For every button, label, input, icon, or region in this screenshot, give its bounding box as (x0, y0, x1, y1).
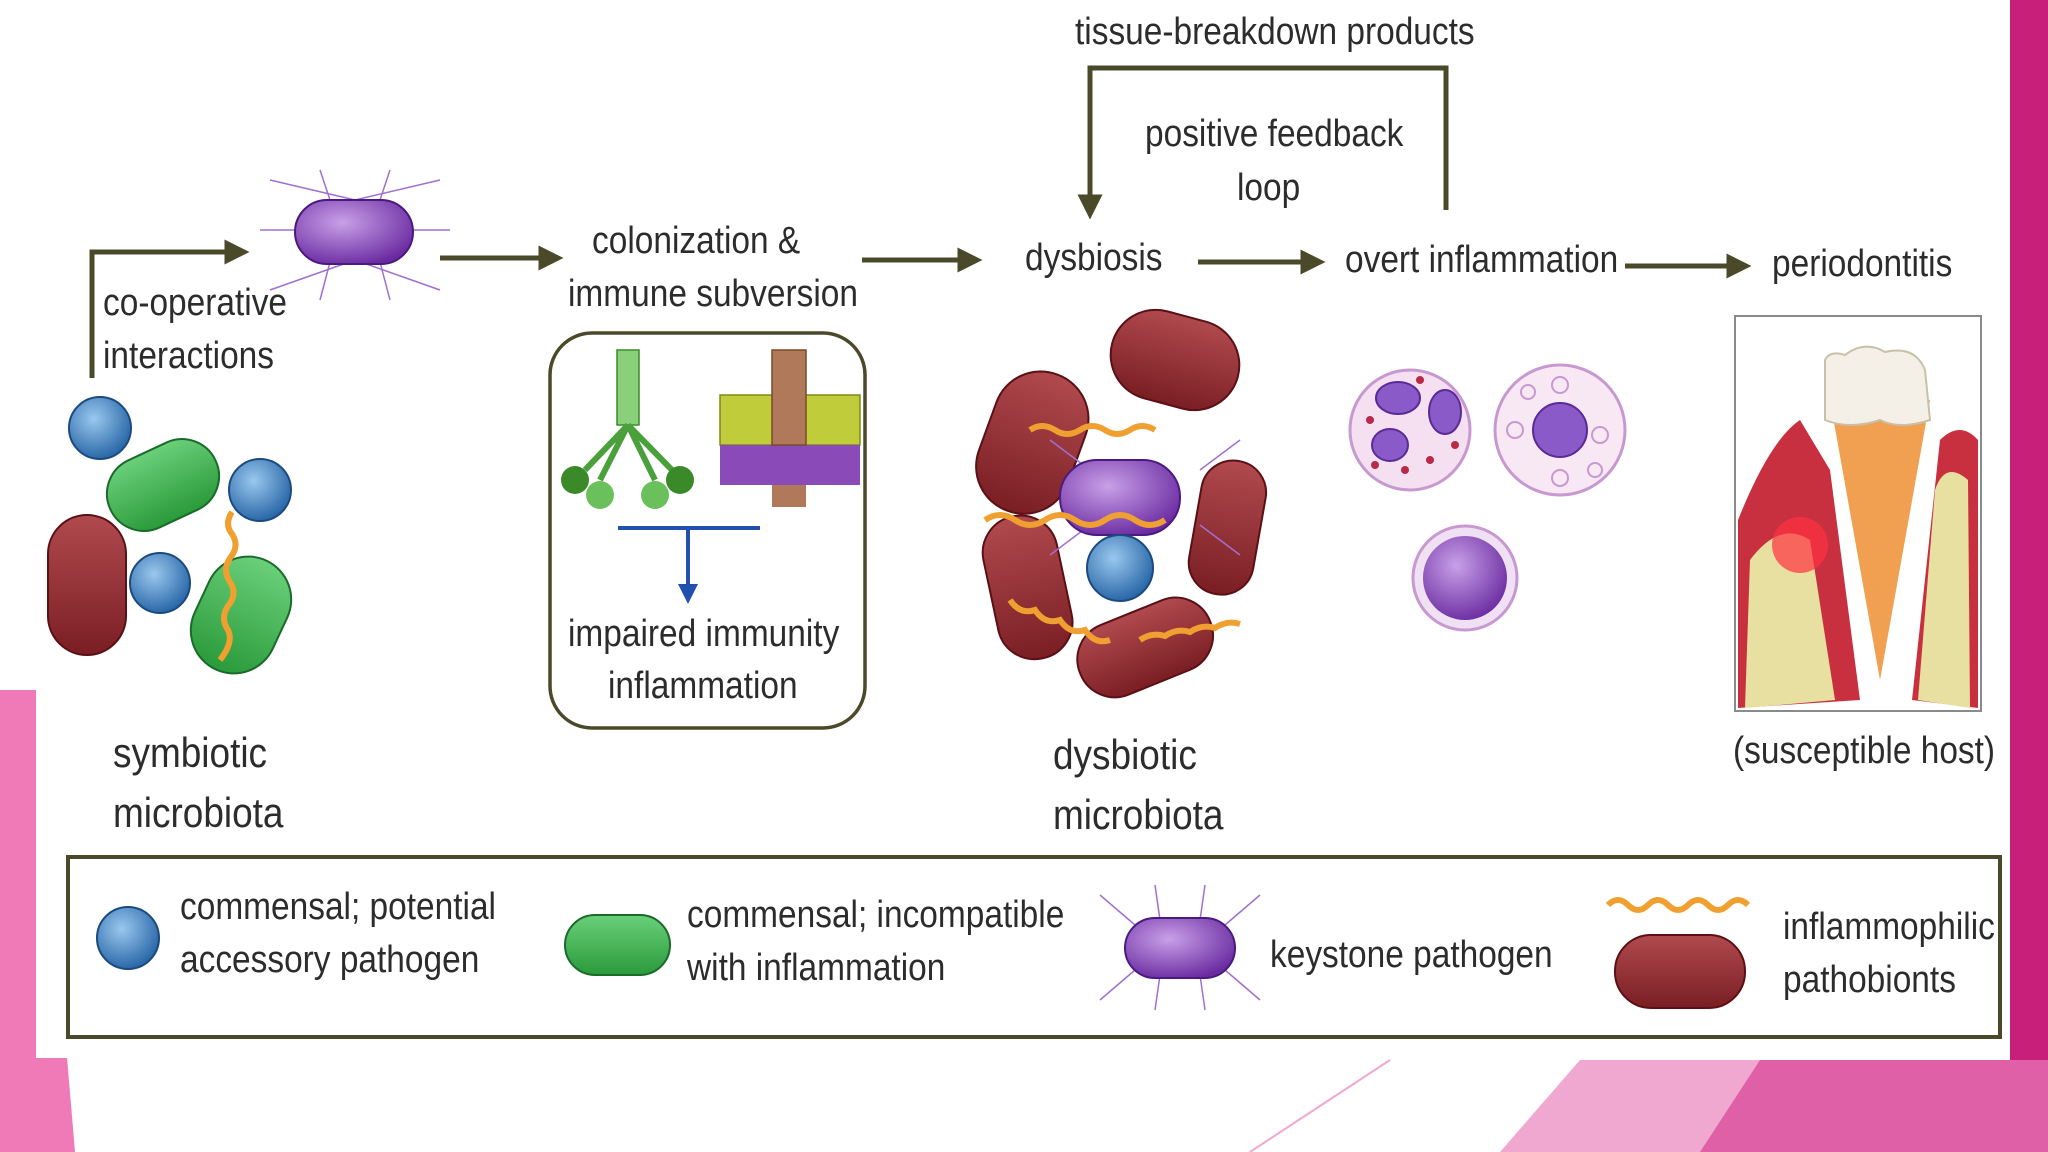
legend-green-rod-icon (564, 914, 671, 976)
immune-subversion-box (548, 331, 867, 730)
feedback-loop-label: loop (1237, 167, 1301, 209)
overt-inflammation-label: overt inflammation (1345, 239, 1619, 281)
feedback-loop-arrow (1077, 65, 1449, 220)
dysbiotic-cluster (975, 308, 1268, 699)
flow-arrows (89, 65, 1752, 378)
legend-commensal-accessory-line2: accessory pathogen (180, 939, 480, 981)
legend-spirochete-icon (1605, 897, 1751, 913)
keystone-pathogen-top (260, 169, 450, 301)
legend-keystone-icon (1099, 884, 1261, 1011)
inflammatory-cells (1348, 363, 1627, 632)
dysbiosis-label: dysbiosis (1025, 237, 1163, 279)
inhibition-bracket (618, 526, 760, 598)
tooth-panel (1734, 315, 1982, 712)
symbiotic-microbiota-label: microbiota (113, 789, 284, 836)
legend-inflammophilic-line2: pathobionts (1783, 959, 1956, 1001)
legend-keystone-label: keystone pathogen (1270, 934, 1553, 976)
susceptible-host-label: (susceptible host) (1733, 730, 1996, 772)
legend-blue-cocci-icon (96, 906, 160, 970)
inflammation-label: inflammation (608, 665, 798, 707)
symbiotic-cluster (47, 396, 293, 675)
colonization-label: colonization & (592, 220, 801, 262)
legend-commensal-incompatible-line2: with inflammation (687, 947, 946, 989)
dysbiotic-label: dysbiotic (1053, 731, 1197, 778)
cooperative-label: co-operative (103, 282, 288, 324)
interactions-label: interactions (103, 335, 275, 377)
immune-subversion-label: immune subversion (568, 273, 858, 315)
legend-commensal-accessory-line1: commensal; potential (180, 886, 496, 928)
tissue-breakdown-label: tissue-breakdown products (1075, 11, 1475, 53)
periodontitis-label: periodontitis (1772, 243, 1953, 285)
positive-feedback-label: positive feedback (1145, 113, 1404, 155)
symbiotic-label: symbiotic (113, 729, 268, 776)
dysbiotic-microbiota-label: microbiota (1053, 791, 1224, 838)
impaired-immunity-label: impaired immunity (568, 613, 840, 655)
arrow-cooperative (89, 239, 250, 378)
legend-inflammophilic-line1: inflammophilic (1783, 906, 1995, 948)
legend-box (66, 855, 2002, 1039)
legend-red-rod-icon (1614, 934, 1746, 1009)
legend-commensal-incompatible-line1: commensal; incompatible (687, 894, 1065, 936)
